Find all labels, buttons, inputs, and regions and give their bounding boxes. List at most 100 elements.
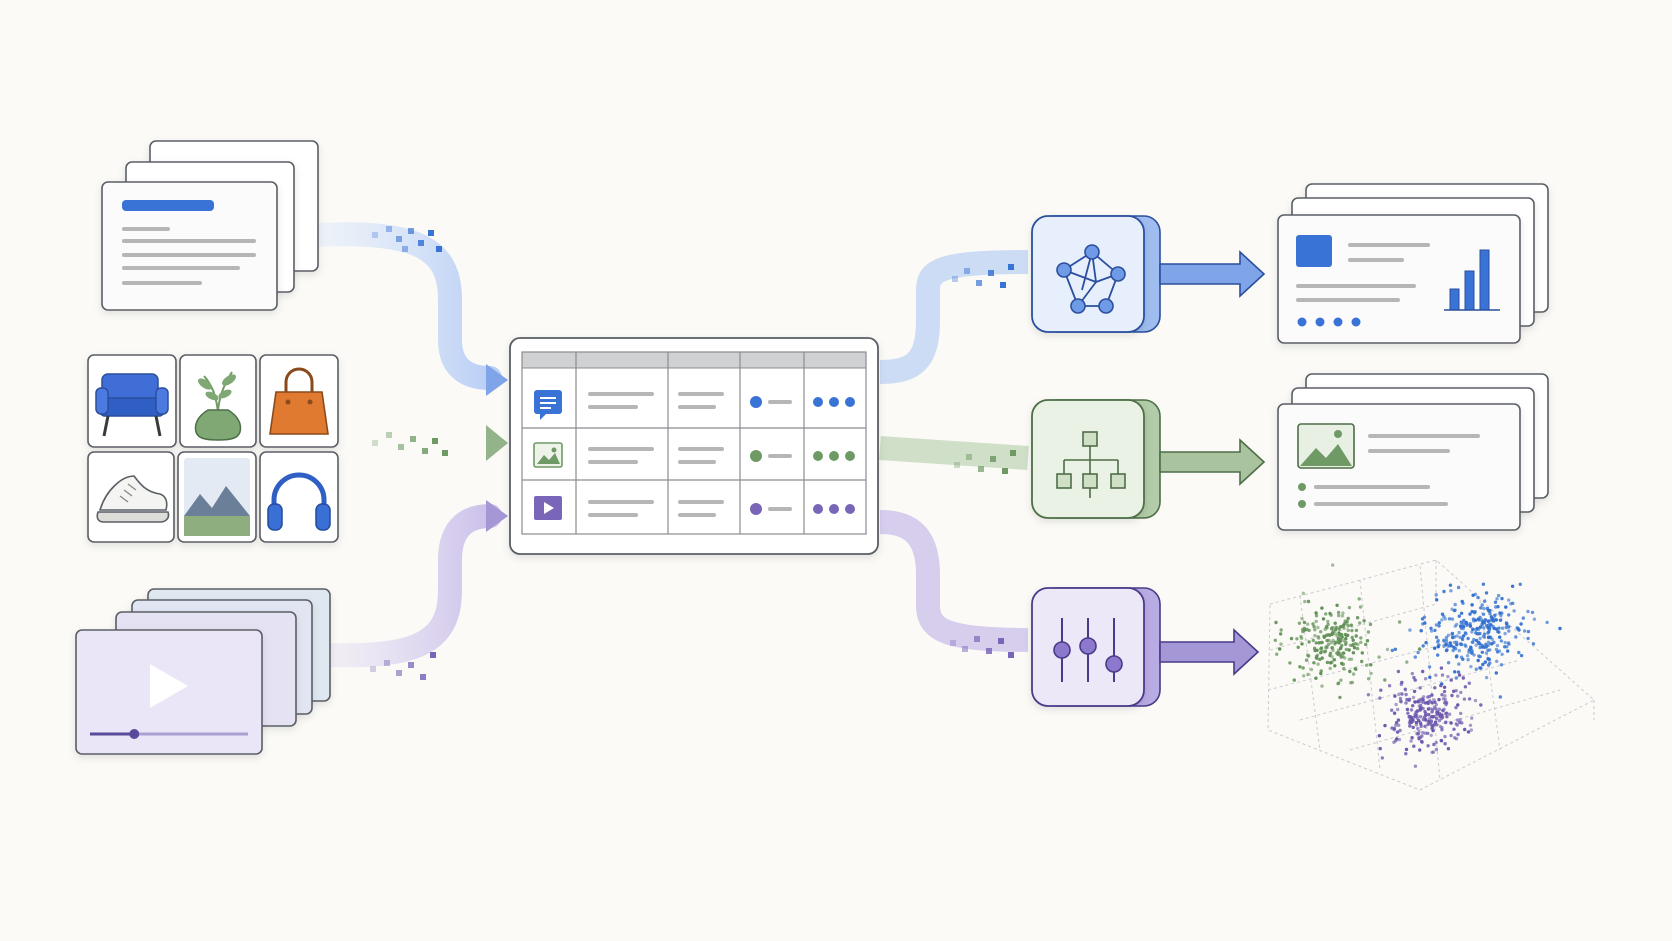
- scatter-point: [1519, 622, 1523, 626]
- bar-chart-bar: [1449, 288, 1460, 311]
- scatter-point: [1481, 612, 1486, 616]
- scatter-point: [1478, 625, 1483, 629]
- scatter-point: [1480, 650, 1485, 654]
- scatter-point: [1482, 645, 1487, 649]
- scatter-point: [1314, 614, 1319, 618]
- scatter-point: [1433, 721, 1438, 725]
- scatter-point: [1301, 666, 1305, 670]
- scatter-point: [1499, 663, 1504, 667]
- scatter-point: [1456, 694, 1460, 698]
- scatter-point: [1365, 639, 1370, 643]
- scatter-point: [1311, 622, 1315, 626]
- scatter-point: [1499, 639, 1504, 643]
- scatter-point: [1341, 651, 1346, 655]
- scatter-point: [1486, 657, 1490, 661]
- video-stack-icon: [75, 588, 331, 755]
- scatter-point: [1443, 694, 1447, 698]
- scatter-point: [1428, 675, 1432, 679]
- scatter-point: [1526, 636, 1530, 641]
- table-row: [533, 442, 855, 468]
- scatter-point: [1335, 603, 1339, 607]
- scatter-point: [1358, 621, 1362, 625]
- scatter-point: [1359, 640, 1363, 644]
- scatter-point: [1437, 707, 1442, 711]
- scatter-point: [1432, 742, 1436, 747]
- scatter-point: [1464, 632, 1468, 636]
- scatter-point: [1299, 636, 1304, 640]
- scatter-point: [1443, 742, 1447, 746]
- arrow-head-video: [486, 500, 508, 532]
- scatter-point: [1354, 628, 1359, 633]
- scatter-point: [1419, 706, 1423, 710]
- scatter-point: [1412, 689, 1417, 694]
- scatter-point: [1470, 649, 1474, 653]
- scatter-point: [1435, 640, 1440, 644]
- network-graph-icon: [1031, 215, 1161, 333]
- scatter-point: [1274, 620, 1278, 625]
- scatter-point: [1423, 677, 1428, 681]
- scatter-point: [1409, 708, 1414, 712]
- scatter-point: [1332, 658, 1337, 662]
- scatter-point: [1407, 697, 1412, 701]
- scatter-point: [1466, 658, 1470, 662]
- scatter-point: [1451, 648, 1455, 653]
- scatter-point: [1397, 737, 1402, 742]
- scatter-point: [1443, 617, 1447, 621]
- scatter-point: [1339, 678, 1343, 682]
- scatter-point: [1463, 643, 1467, 647]
- arrow-head-image: [486, 425, 508, 461]
- scatter-point: [1395, 737, 1399, 741]
- scatter-point: [1463, 727, 1467, 732]
- play-icon: [534, 496, 562, 520]
- scatter-point: [1414, 720, 1419, 725]
- scatter-point: [1455, 723, 1460, 727]
- scatter-point: [1492, 626, 1496, 631]
- scatter-point: [1453, 736, 1457, 740]
- scatter-point: [1306, 672, 1310, 677]
- scatter-point: [1325, 638, 1329, 643]
- report-square-accent: [1296, 235, 1332, 267]
- scatter-point: [1478, 654, 1482, 659]
- scatter-point: [1476, 595, 1480, 600]
- scatter-point: [1450, 635, 1455, 640]
- scatter-point: [1333, 632, 1338, 636]
- scatter-point: [1522, 629, 1527, 633]
- scatter-point: [1390, 708, 1394, 712]
- plant-vase-icon: [179, 354, 257, 448]
- scatter-point: [1426, 744, 1430, 748]
- scatter-point: [1491, 619, 1496, 623]
- scatter-point: [1459, 624, 1463, 628]
- scatter-point: [1316, 625, 1320, 630]
- scatter-point: [1440, 612, 1445, 616]
- scatter-point: [1504, 605, 1508, 609]
- video-input-flow: [318, 504, 502, 668]
- scatter-point: [1457, 630, 1461, 635]
- scatter-point: [1506, 649, 1510, 653]
- scatter-point: [1322, 650, 1327, 654]
- scatter-point: [1278, 647, 1282, 651]
- scatter-point: [1503, 645, 1507, 649]
- scatter-point: [1366, 630, 1371, 634]
- scatter-point: [1356, 642, 1360, 647]
- scatter-point: [1455, 622, 1459, 627]
- scatter-point: [1444, 720, 1448, 724]
- scatter-point: [1368, 622, 1373, 627]
- scatter-point: [1484, 623, 1489, 628]
- scatter-point: [1442, 589, 1446, 594]
- scatter-point: [1351, 638, 1355, 642]
- scatter-point: [1306, 622, 1310, 626]
- scatter-point: [1358, 605, 1363, 609]
- scatter-point: [1415, 716, 1420, 720]
- scatter-point: [1312, 661, 1316, 665]
- scatter-point: [1461, 622, 1466, 626]
- scatter-point: [1331, 629, 1336, 634]
- chat-icon: [534, 390, 562, 420]
- flow-ribbons: [306, 222, 1029, 680]
- scatter-point: [1427, 717, 1432, 721]
- scatter-point: [1454, 676, 1459, 680]
- scatter-point: [1434, 747, 1439, 752]
- scatter-point: [1429, 629, 1434, 633]
- out-blue-pixel-dust: [952, 264, 1014, 288]
- scatter-point: [1318, 657, 1322, 662]
- scatter-point: [1454, 705, 1458, 710]
